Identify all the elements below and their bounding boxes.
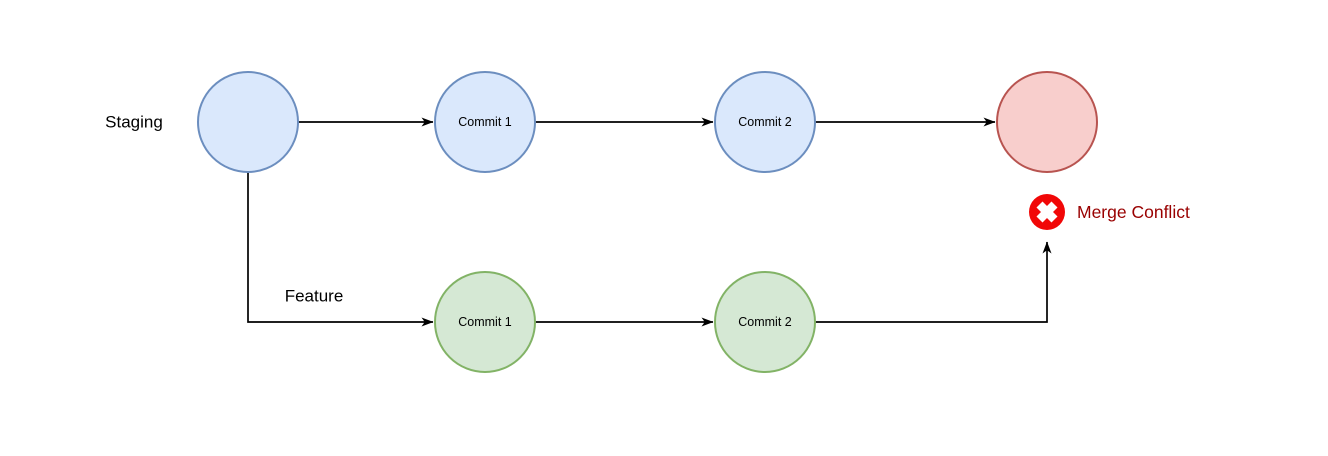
edge-staging-base-to-feature-commit1	[247, 172, 434, 327]
feature-commit-1-circle	[434, 271, 536, 373]
staging-base-circle	[197, 71, 299, 173]
feature-commit-1-label: Commit 1	[458, 315, 512, 329]
feature-commit-2-circle	[714, 271, 816, 373]
feature-commit-2-label: Commit 2	[738, 315, 792, 329]
merge-target-circle	[996, 71, 1098, 173]
node-staging-commit-1: Commit 1	[434, 71, 536, 173]
node-staging-base	[197, 71, 299, 173]
node-staging-commit-2: Commit 2	[714, 71, 816, 173]
feature-branch-label: Feature	[285, 287, 344, 306]
staging-commit-1-circle	[434, 71, 536, 173]
merge-conflict-indicator: Merge Conflict	[1029, 194, 1190, 230]
staging-commit-2-label: Commit 2	[738, 115, 792, 129]
node-merge-target	[996, 71, 1098, 173]
node-feature-commit-2: Commit 2	[714, 271, 816, 373]
staging-commit-2-circle	[714, 71, 816, 173]
node-feature-commit-1: Commit 1	[434, 271, 536, 373]
merge-conflict-label: Merge Conflict	[1077, 202, 1190, 222]
staging-commit-1-label: Commit 1	[458, 115, 512, 129]
staging-branch-label: Staging	[105, 113, 163, 132]
error-x-glyph	[1036, 201, 1058, 223]
edge-feature-commit2-to-conflict	[815, 241, 1052, 323]
